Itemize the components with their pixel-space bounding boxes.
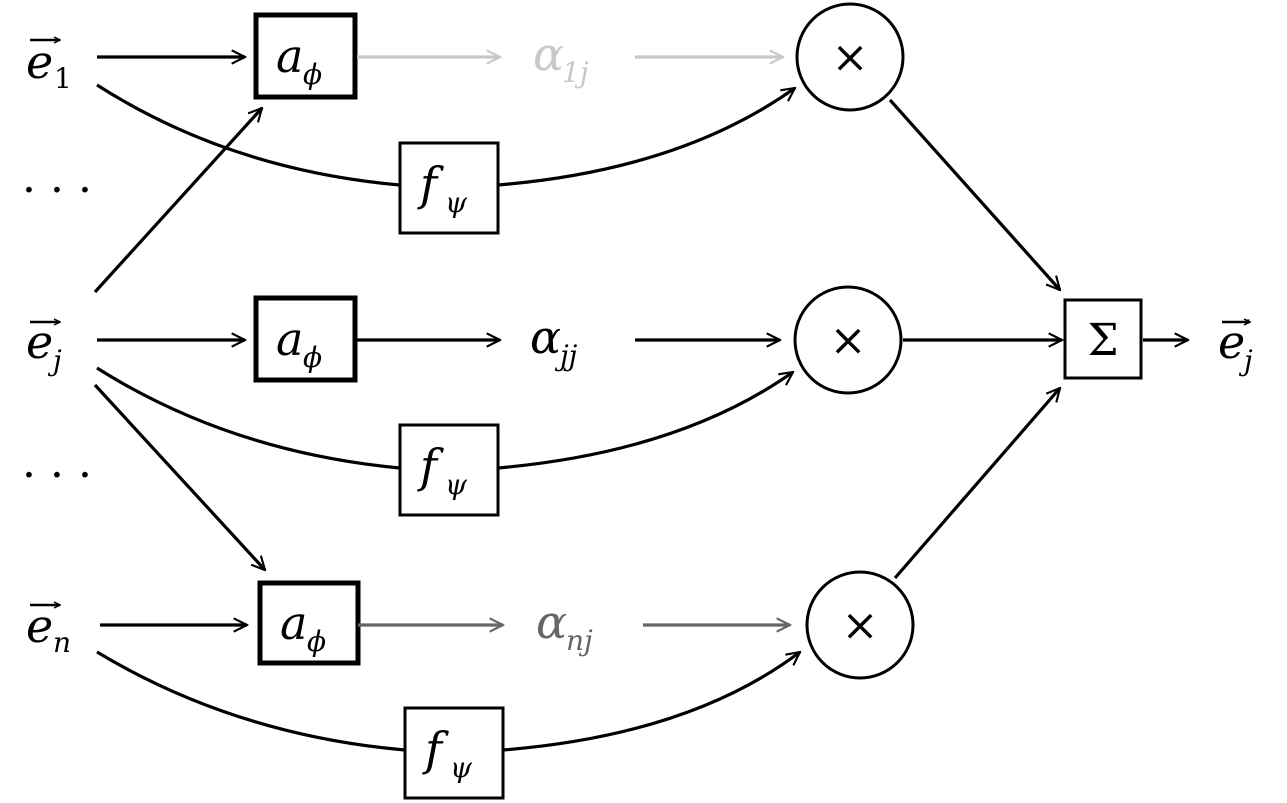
input-en-sub: n bbox=[53, 626, 71, 659]
attention-box-n-base: a bbox=[280, 596, 307, 650]
weight-jj-base: α bbox=[530, 310, 561, 364]
attention-box-j-sub: ϕ bbox=[303, 341, 322, 374]
input-ej: e j bbox=[26, 315, 62, 377]
sum-node: Σ bbox=[1063, 298, 1143, 380]
input-en: e n bbox=[26, 599, 71, 659]
value-box-1: f ψ bbox=[398, 141, 500, 235]
value-box-n-sub: ψ bbox=[450, 751, 473, 784]
weight-jj-sub: jj bbox=[554, 339, 578, 372]
input-e1: e 1 bbox=[26, 35, 72, 95]
value-box-j: f ψ bbox=[398, 423, 500, 517]
value-box-n: f ψ bbox=[403, 706, 505, 800]
edge-f-to-mult1 bbox=[497, 88, 795, 187]
output-prime: ′ bbox=[1244, 314, 1250, 347]
weight-1j-base: α bbox=[533, 27, 564, 81]
weight-jj: α jj bbox=[530, 310, 578, 372]
multiply-node-1: × bbox=[795, 2, 905, 112]
attention-box-j: a ϕ bbox=[253, 295, 358, 383]
attention-box-1-sub: ϕ bbox=[303, 58, 322, 91]
edge-mult1-to-sum bbox=[888, 98, 1060, 290]
ellipsis-bottom: · · · bbox=[22, 450, 92, 501]
multiply-icon: × bbox=[832, 32, 869, 83]
edge-ej-to-a1 bbox=[93, 108, 262, 294]
input-en-base: e bbox=[26, 599, 53, 653]
edge-ej-to-an bbox=[93, 383, 265, 570]
multiply-icon: × bbox=[830, 315, 867, 366]
edge-en-to-f bbox=[96, 650, 406, 752]
multiply-node-j: × bbox=[793, 285, 903, 395]
input-ej-base: e bbox=[26, 315, 53, 369]
edge-f-to-multj bbox=[497, 372, 793, 470]
value-box-j-sub: ψ bbox=[445, 468, 468, 501]
attention-box-n: a ϕ bbox=[257, 580, 361, 666]
value-box-1-sub: ψ bbox=[445, 186, 468, 219]
multiply-icon: × bbox=[842, 600, 879, 651]
ellipsis-top: · · · bbox=[22, 165, 92, 216]
weight-nj-base: α bbox=[536, 595, 567, 649]
weight-1j-sub: 1j bbox=[562, 56, 589, 89]
multiply-node-n: × bbox=[805, 570, 915, 680]
edge-ej-to-f bbox=[96, 366, 401, 470]
attention-box-n-sub: ϕ bbox=[307, 625, 326, 658]
weight-nj: α nj bbox=[536, 595, 593, 657]
edges bbox=[93, 57, 1188, 752]
edge-multn-to-sum bbox=[893, 388, 1060, 580]
edge-f-to-multn bbox=[502, 652, 800, 752]
weight-nj-sub: nj bbox=[566, 624, 593, 657]
weight-1j: α 1j bbox=[533, 27, 589, 89]
sigma-icon: Σ bbox=[1087, 315, 1118, 366]
attention-box-j-base: a bbox=[276, 312, 303, 366]
output-ej: e ′ j bbox=[1218, 314, 1253, 377]
attention-box-1: a ϕ bbox=[253, 12, 358, 100]
input-e1-base: e bbox=[26, 35, 53, 89]
attention-box-1-base: a bbox=[276, 29, 303, 83]
input-e1-sub: 1 bbox=[54, 62, 72, 95]
output-base: e bbox=[1218, 315, 1245, 369]
edge-e1-to-f bbox=[96, 83, 401, 187]
